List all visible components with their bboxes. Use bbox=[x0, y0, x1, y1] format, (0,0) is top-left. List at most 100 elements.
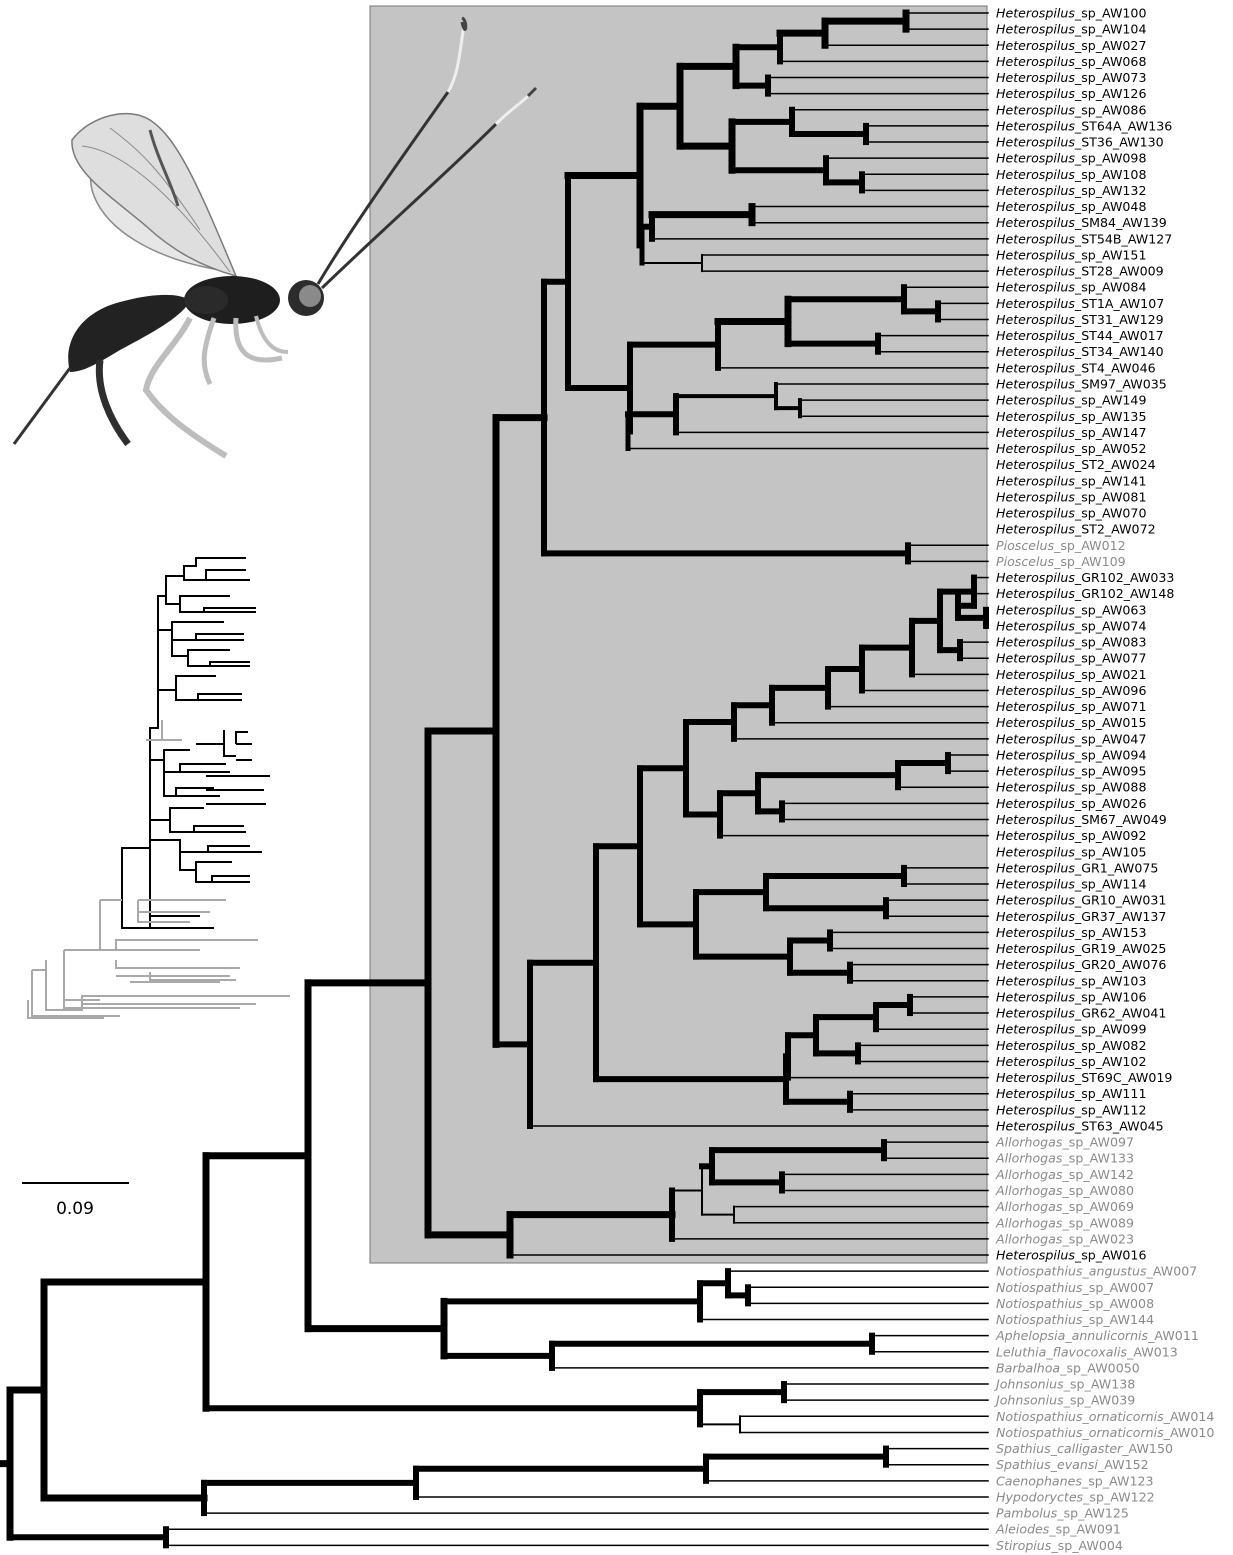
tip-genus: Heterospilus bbox=[996, 376, 1075, 391]
tip-genus: Leluthia_flavocoxalis bbox=[996, 1344, 1127, 1359]
tip-suffix: _AW013 bbox=[1126, 1344, 1178, 1359]
tip-label: Heterospilus_ST63_AW045 bbox=[996, 1118, 1164, 1133]
tip-suffix: _GR37_AW137 bbox=[1074, 909, 1167, 924]
tip-label: Heterospilus_sp_AW082 bbox=[996, 1038, 1146, 1053]
tip-label: Heterospilus_GR37_AW137 bbox=[996, 909, 1166, 924]
tip-suffix: _AW007 bbox=[1146, 1264, 1198, 1279]
tip-genus: Heterospilus bbox=[996, 683, 1075, 698]
tip-genus: Allorhogas bbox=[995, 1183, 1063, 1198]
tip-genus: Heterospilus bbox=[996, 828, 1075, 843]
tip-suffix: _sp_AW027 bbox=[1074, 38, 1147, 53]
tip-label: Heterospilus_sp_AW098 bbox=[996, 151, 1146, 166]
tip-genus: Heterospilus bbox=[996, 957, 1075, 972]
tip-genus: Heterospilus bbox=[996, 183, 1075, 198]
tip-genus: Heterospilus bbox=[996, 135, 1075, 150]
tip-label: Heterospilus_sp_AW099 bbox=[996, 1022, 1146, 1037]
tip-genus: Heterospilus bbox=[996, 360, 1075, 375]
tip-label: Heterospilus_ST2_AW024 bbox=[996, 457, 1156, 472]
tip-genus: Allorhogas bbox=[995, 1151, 1063, 1166]
tip-label: Caenophanes_sp_AW123 bbox=[996, 1473, 1154, 1488]
tip-label: Heterospilus_ST31_AW129 bbox=[996, 312, 1164, 327]
tip-label: Heterospilus_sp_AW104 bbox=[996, 22, 1146, 37]
tip-suffix: _sp_AW088 bbox=[1074, 780, 1147, 795]
tip-genus: Heterospilus bbox=[996, 602, 1075, 617]
tip-suffix: _sp_AW114 bbox=[1074, 877, 1147, 892]
tip-label: Allorhogas_sp_AW069 bbox=[995, 1199, 1134, 1214]
tip-label: Heterospilus_sp_AW094 bbox=[996, 747, 1146, 762]
tip-suffix: _sp_AW122 bbox=[1082, 1489, 1155, 1504]
tip-suffix: _sp_AW074 bbox=[1074, 618, 1147, 633]
tip-genus: Heterospilus bbox=[996, 1086, 1075, 1101]
tip-label: Heterospilus_ST34_AW140 bbox=[996, 344, 1164, 359]
tip-label: Heterospilus_GR1_AW075 bbox=[996, 860, 1158, 875]
tip-genus: Heterospilus bbox=[996, 635, 1075, 650]
tip-label: Heterospilus_sp_AW015 bbox=[996, 715, 1146, 730]
scale-bar-label: 0.09 bbox=[56, 1199, 94, 1219]
tip-label: Heterospilus_sp_AW103 bbox=[996, 973, 1146, 988]
tip-suffix: _AW010 bbox=[1163, 1425, 1215, 1440]
tip-genus: Heterospilus bbox=[996, 731, 1075, 746]
tip-suffix: _sp_AW132 bbox=[1074, 183, 1147, 198]
tip-label: Heterospilus_sp_AW149 bbox=[996, 393, 1146, 408]
tip-suffix: _sp_AW047 bbox=[1074, 731, 1147, 746]
tip-label: Notiospathius_ornaticornis_AW014 bbox=[996, 1409, 1214, 1424]
tip-genus: Heterospilus bbox=[996, 457, 1075, 472]
tip-label: Heterospilus_sp_AW108 bbox=[996, 167, 1146, 182]
tip-suffix: _sp_AW048 bbox=[1074, 199, 1147, 214]
tip-label: Heterospilus_sp_AW027 bbox=[996, 38, 1146, 53]
tip-label: Heterospilus_sp_AW016 bbox=[996, 1248, 1146, 1263]
tip-suffix: _sp_AW125 bbox=[1056, 1506, 1129, 1521]
tip-suffix: _ST69C_AW019 bbox=[1074, 1070, 1173, 1085]
tip-label: Heterospilus_sp_AW047 bbox=[996, 731, 1146, 746]
tip-suffix: _sp_AW0050 bbox=[1059, 1360, 1140, 1375]
tip-label: Heterospilus_sp_AW147 bbox=[996, 425, 1146, 440]
tip-genus: Heterospilus bbox=[996, 1102, 1075, 1117]
tip-genus: Heterospilus bbox=[996, 199, 1075, 214]
tip-genus: Pioscelus bbox=[996, 554, 1055, 569]
tip-label: Stiropius_sp_AW004 bbox=[996, 1538, 1123, 1553]
tip-genus: Notiospathius_angustus bbox=[996, 1264, 1147, 1279]
tip-genus: Heterospilus bbox=[996, 344, 1075, 359]
tip-label: Heterospilus_sp_AW074 bbox=[996, 618, 1146, 633]
tip-suffix: _sp_AW052 bbox=[1074, 441, 1147, 456]
tip-genus: Heterospilus bbox=[996, 6, 1075, 21]
tip-label: Notiospathius_ornaticornis_AW010 bbox=[996, 1425, 1214, 1440]
tip-genus: Spathius_calligaster bbox=[996, 1441, 1123, 1456]
tip-suffix: _AW152 bbox=[1097, 1457, 1149, 1472]
tip-label: Leluthia_flavocoxalis_AW013 bbox=[996, 1344, 1178, 1359]
tip-genus: Heterospilus bbox=[996, 1038, 1075, 1053]
tip-suffix: _sp_AW091 bbox=[1048, 1522, 1121, 1537]
tip-genus: Heterospilus bbox=[996, 70, 1075, 85]
tip-suffix: _sp_AW112 bbox=[1074, 1102, 1147, 1117]
tip-suffix: _ST31_AW129 bbox=[1074, 312, 1164, 327]
tip-label: Notiospathius_sp_AW008 bbox=[996, 1296, 1154, 1311]
tip-label: Barbalhoa_sp_AW0050 bbox=[996, 1360, 1140, 1375]
tip-genus: Heterospilus bbox=[996, 780, 1075, 795]
tip-genus: Heterospilus bbox=[996, 473, 1075, 488]
tip-suffix: _ST2_AW024 bbox=[1074, 457, 1156, 472]
tip-genus: Allorhogas bbox=[995, 1167, 1063, 1182]
tip-suffix: _GR19_AW025 bbox=[1074, 941, 1167, 956]
tip-genus: Heterospilus bbox=[996, 715, 1075, 730]
tip-suffix: _sp_AW151 bbox=[1074, 247, 1147, 262]
tip-suffix: _sp_AW098 bbox=[1074, 151, 1147, 166]
tip-suffix: _SM84_AW139 bbox=[1074, 215, 1167, 230]
tip-suffix: _sp_AW086 bbox=[1074, 102, 1147, 117]
tip-genus: Pambolus bbox=[996, 1506, 1058, 1521]
tip-suffix: _sp_AW080 bbox=[1061, 1183, 1134, 1198]
tip-suffix: _sp_AW104 bbox=[1074, 22, 1147, 37]
tip-genus: Heterospilus bbox=[996, 247, 1075, 262]
tip-genus: Johnsonius bbox=[993, 1393, 1064, 1408]
tip-label: Heterospilus_sp_AW071 bbox=[996, 699, 1146, 714]
tip-genus: Heterospilus bbox=[996, 1006, 1075, 1021]
tip-suffix: _AW150 bbox=[1121, 1441, 1173, 1456]
tip-suffix: _ST28_AW009 bbox=[1074, 264, 1164, 279]
tip-suffix: _sp_AW133 bbox=[1061, 1151, 1134, 1166]
tip-suffix: _sp_AW108 bbox=[1074, 167, 1147, 182]
tip-label: Allorhogas_sp_AW097 bbox=[995, 1135, 1134, 1150]
tip-suffix: _ST44_AW017 bbox=[1074, 328, 1164, 343]
tip-genus: Heterospilus bbox=[996, 586, 1075, 601]
tip-genus: Heterospilus bbox=[996, 1248, 1075, 1263]
tip-label: Aphelopsia_annulicornis_AW011 bbox=[995, 1328, 1199, 1343]
